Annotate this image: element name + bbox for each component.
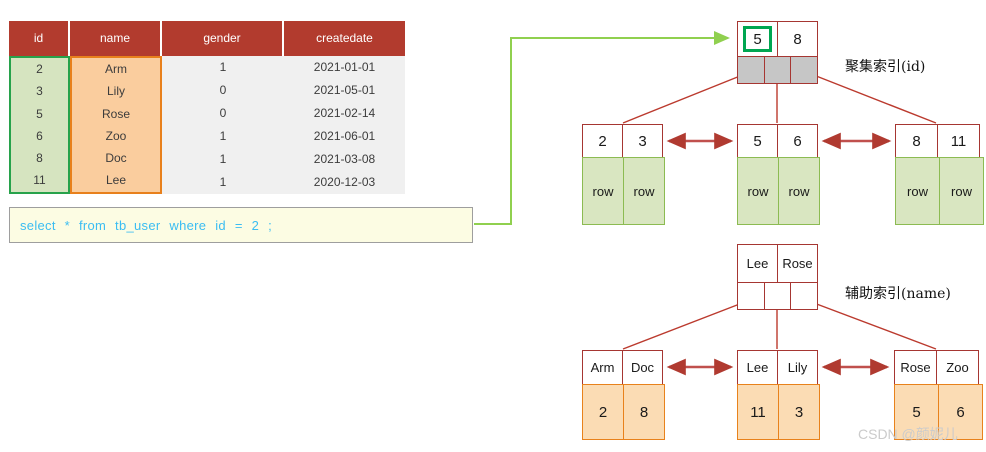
id-cell: 6 <box>36 128 43 143</box>
leaf-key: Zoo <box>936 350 979 385</box>
header-createdate: createdate <box>284 21 405 56</box>
gender-cell: 1 <box>219 60 227 74</box>
clustered-root-key: 8 <box>777 21 818 57</box>
secondary-root-key: Lee <box>737 244 778 283</box>
leaf-key: 2 <box>582 124 623 158</box>
clustered-leaf-keys: 5 6 <box>737 124 818 158</box>
leaf-key: Lily <box>777 350 818 385</box>
secondary-leaf-keys: Lee Lily <box>737 350 818 385</box>
createdate-cell: 2021-01-01 <box>313 60 376 74</box>
row-pointer: row <box>623 157 665 225</box>
row-pointer: row <box>895 157 940 225</box>
gender-cell: 1 <box>219 152 227 166</box>
table-body: 2 3 5 6 8 11 Arm Lily Rose Zoo Doc Lee 1… <box>9 56 405 194</box>
row-pointer: row <box>778 157 820 225</box>
clustered-root-pointers <box>737 56 819 84</box>
leaf-value: 8 <box>623 384 665 440</box>
leaf-key: 6 <box>777 124 818 158</box>
createdate-cell: 2021-03-08 <box>313 152 376 166</box>
secondary-leaf-keys: Rose Zoo <box>894 350 979 385</box>
gender-column: 1 0 0 1 1 1 <box>162 56 284 194</box>
row-pointer: row <box>737 157 779 225</box>
clustered-leaf-rows: row row <box>737 157 820 225</box>
clustered-root-key: 5 <box>737 21 778 57</box>
createdate-column: 2021-01-01 2021-05-01 2021-02-14 2021-06… <box>284 56 405 194</box>
sql-query-text: select * from tb_user where id = 2 ; <box>20 217 273 233</box>
clustered-leaf-keys: 2 3 <box>582 124 663 158</box>
leaf-key: Arm <box>582 350 623 385</box>
name-cell: Rose <box>101 106 130 121</box>
leaf-value: 11 <box>737 384 779 440</box>
createdate-cell: 2021-02-14 <box>313 106 376 120</box>
createdate-cell: 2021-05-01 <box>313 83 376 97</box>
secondary-root-pointers <box>737 282 819 310</box>
leaf-value: 2 <box>582 384 624 440</box>
name-column-highlight: Arm Lily Rose Zoo Doc Lee <box>70 56 162 194</box>
secondary-index-label: 辅助索引(name) <box>845 286 951 302</box>
id-cell: 8 <box>36 151 43 166</box>
header-id: id <box>9 21 70 56</box>
leaf-key: Lee <box>737 350 778 385</box>
secondary-root-keys: Lee Rose <box>737 244 818 283</box>
clustered-root-keys: 5 8 <box>737 21 818 57</box>
clustered-root-key-text: 8 <box>793 30 802 48</box>
name-cell: Lee <box>105 173 127 188</box>
secondary-leaf-values: 2 8 <box>582 384 665 440</box>
secondary-root-key: Rose <box>777 244 818 283</box>
leaf-key: 5 <box>737 124 778 158</box>
watermark: CSDN @颜妮儿 <box>858 426 958 442</box>
pointer-cell <box>790 56 819 84</box>
secondary-leaf-values: 5 6 <box>894 384 983 440</box>
createdate-cell: 2021-06-01 <box>313 129 376 143</box>
id-column-highlight: 2 3 5 6 8 11 <box>9 56 70 194</box>
pointer-cell <box>763 282 792 310</box>
leaf-value: 6 <box>938 384 983 440</box>
row-pointer: row <box>582 157 624 225</box>
secondary-leaf-keys: Arm Doc <box>582 350 663 385</box>
clustered-leaf-rows: row row <box>895 157 984 225</box>
leaf-key: 8 <box>895 124 938 158</box>
clustered-root-key-text: 5 <box>753 30 762 48</box>
sql-query-box: select * from tb_user where id = 2 ; <box>9 207 473 243</box>
leaf-key: Doc <box>622 350 663 385</box>
header-gender: gender <box>162 21 284 56</box>
pointer-cell <box>737 282 765 310</box>
name-cell: Lily <box>106 84 125 99</box>
leaf-key: 3 <box>622 124 663 158</box>
clustered-leaf-rows: row row <box>582 157 665 225</box>
id-cell: 11 <box>33 173 46 188</box>
name-cell: Doc <box>105 151 127 166</box>
secondary-leaf-values: 11 3 <box>737 384 820 440</box>
table-header-row: id name gender createdate <box>9 21 405 56</box>
pointer-cell <box>737 56 765 84</box>
gender-cell: 1 <box>219 175 227 189</box>
leaf-value: 5 <box>894 384 939 440</box>
leaf-value: 3 <box>778 384 820 440</box>
row-pointer: row <box>939 157 984 225</box>
pointer-cell <box>790 282 819 310</box>
clustered-leaf-keys: 8 11 <box>895 124 980 158</box>
leaf-key: Rose <box>894 350 937 385</box>
search-highlight-box <box>743 26 772 52</box>
gender-cell: 1 <box>219 129 227 143</box>
pointer-cell <box>763 56 792 84</box>
name-cell: Zoo <box>105 128 127 143</box>
id-cell: 3 <box>36 84 43 99</box>
createdate-cell: 2020-12-03 <box>313 175 376 189</box>
gender-cell: 0 <box>219 106 227 120</box>
id-cell: 2 <box>36 62 43 76</box>
name-cell: Arm <box>105 62 127 76</box>
id-cell: 5 <box>36 106 43 121</box>
leaf-key: 11 <box>937 124 980 158</box>
header-name: name <box>70 21 162 56</box>
user-table: id name gender createdate 2 3 5 6 8 11 A… <box>9 21 405 194</box>
clustered-index-label: 聚集索引(id) <box>845 59 926 75</box>
gender-cell: 0 <box>219 83 227 97</box>
